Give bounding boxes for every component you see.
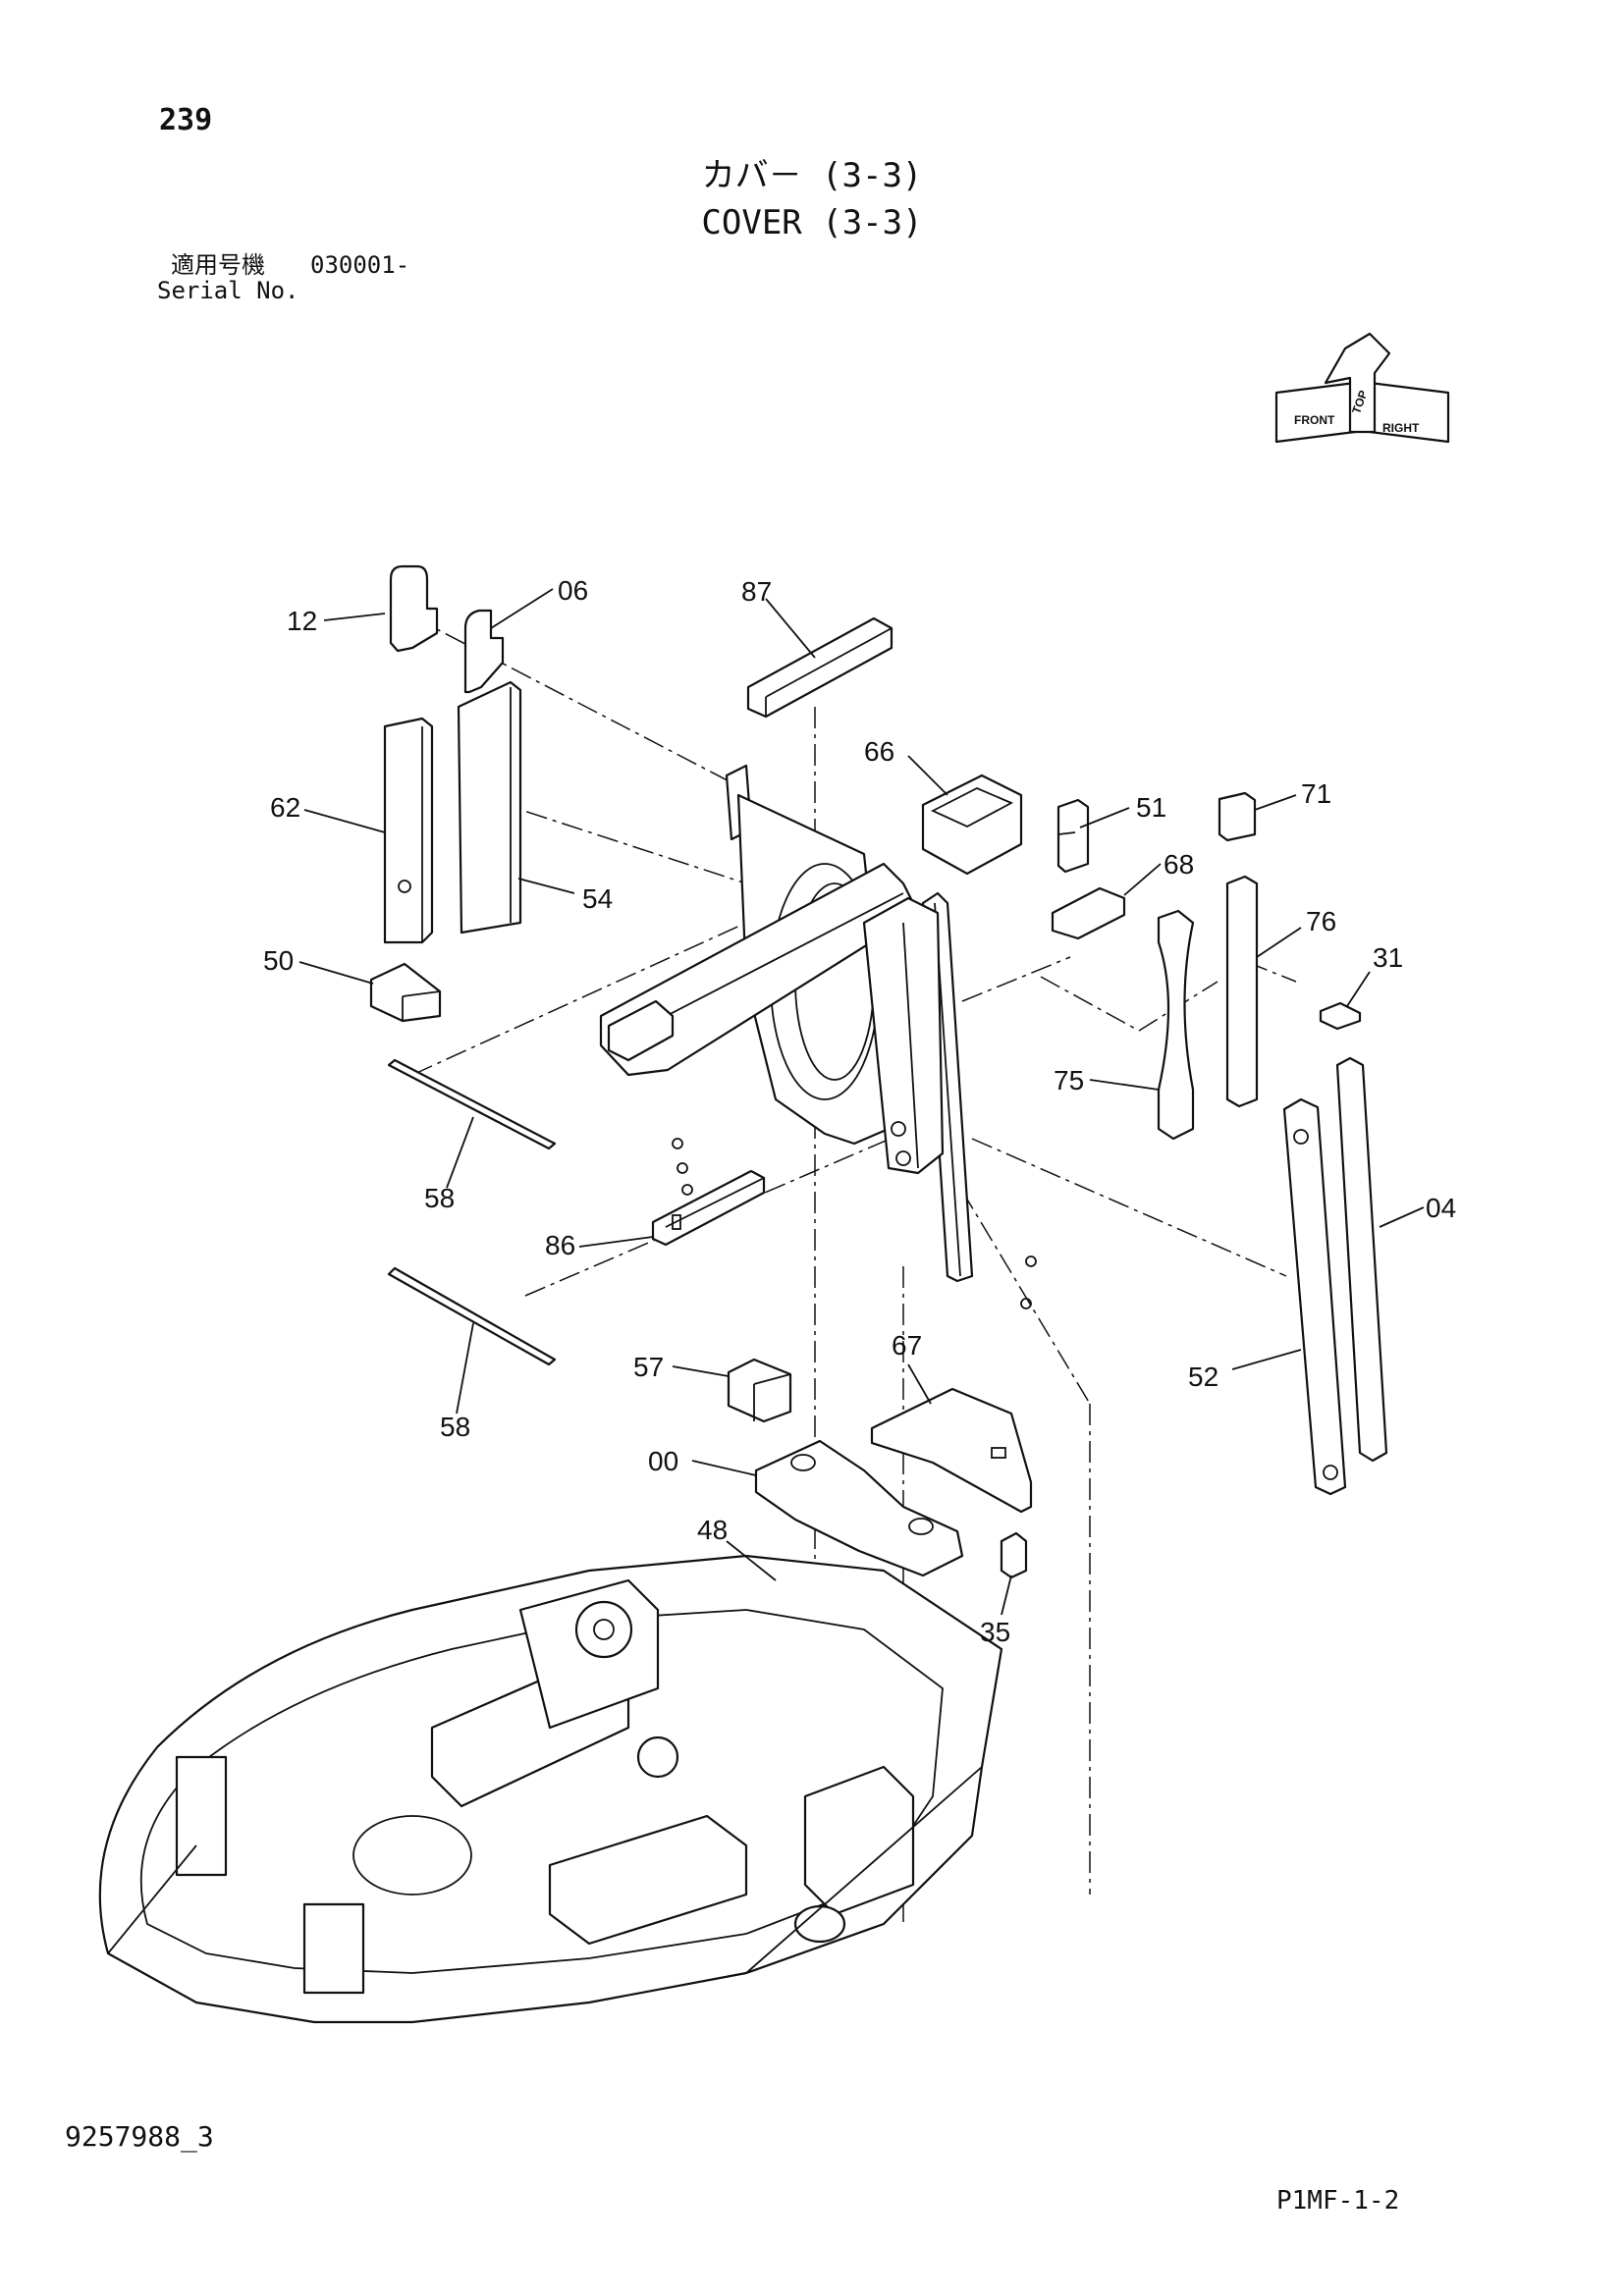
direction-indicator-icon: FRONT TOP RIGHT bbox=[1274, 332, 1450, 444]
document-number: 9257988_3 bbox=[65, 2120, 214, 2153]
radiator-frame-assembly bbox=[599, 764, 1037, 1309]
part-50-block bbox=[369, 962, 442, 1023]
label-part-50: 50 bbox=[263, 945, 294, 976]
label-part-35: 35 bbox=[980, 1617, 1010, 1647]
part-71-block bbox=[1218, 791, 1257, 842]
part-57-block bbox=[727, 1358, 792, 1423]
label-part-00: 00 bbox=[648, 1446, 678, 1476]
part-62-plate bbox=[383, 717, 434, 944]
part-00-plate bbox=[754, 1439, 964, 1577]
label-part-52: 52 bbox=[1188, 1362, 1218, 1392]
part-31-block bbox=[1319, 1001, 1362, 1031]
serial-label-japanese: 適用号機 bbox=[171, 251, 265, 279]
label-part-58-lower: 58 bbox=[440, 1412, 470, 1442]
label-part-87: 87 bbox=[741, 576, 772, 607]
label-part-71: 71 bbox=[1301, 778, 1331, 809]
part-04-strip bbox=[1335, 1056, 1388, 1463]
direction-right-label: RIGHT bbox=[1382, 421, 1420, 435]
part-54-plate bbox=[457, 680, 522, 934]
serial-number: 030001- bbox=[310, 251, 410, 279]
label-part-57: 57 bbox=[633, 1352, 664, 1382]
title-english: COVER (3-3) bbox=[701, 203, 923, 242]
label-part-04: 04 bbox=[1426, 1193, 1456, 1223]
leader-lines bbox=[298, 588, 1425, 1616]
part-52-strip bbox=[1282, 1097, 1347, 1496]
upper-frame-chassis bbox=[98, 1554, 1003, 2024]
part-66-duct bbox=[921, 774, 1023, 876]
sheet-reference: P1MF-1-2 bbox=[1276, 2186, 1400, 2216]
part-68-block bbox=[1051, 886, 1126, 940]
label-part-58-upper: 58 bbox=[424, 1183, 455, 1213]
page-number: 239 bbox=[159, 103, 213, 137]
part-58-strip-lower bbox=[387, 1266, 557, 1366]
part-51-block bbox=[1056, 798, 1090, 874]
serial-label-english: Serial No. bbox=[157, 277, 299, 304]
part-75-cover bbox=[1157, 909, 1195, 1141]
label-part-54: 54 bbox=[582, 883, 613, 914]
label-part-48: 48 bbox=[697, 1515, 728, 1545]
part-12-bracket bbox=[389, 564, 439, 653]
part-76-strip bbox=[1225, 875, 1259, 1108]
direction-front-label: FRONT bbox=[1294, 413, 1335, 427]
label-part-62: 62 bbox=[270, 792, 300, 823]
label-part-76: 76 bbox=[1306, 906, 1336, 936]
label-part-86: 86 bbox=[545, 1230, 575, 1260]
part-labels: 12 06 87 66 51 71 62 54 68 76 50 31 75 5… bbox=[263, 575, 1456, 1647]
label-part-68: 68 bbox=[1164, 849, 1194, 880]
part-35-block bbox=[1000, 1531, 1028, 1579]
label-part-66: 66 bbox=[864, 736, 894, 767]
label-part-67: 67 bbox=[892, 1330, 922, 1361]
label-part-51: 51 bbox=[1136, 792, 1166, 823]
title-japanese: カバ－ (3-3) bbox=[701, 156, 923, 195]
part-86-bracket bbox=[651, 1169, 766, 1247]
label-part-31: 31 bbox=[1373, 942, 1403, 973]
label-part-12: 12 bbox=[287, 606, 317, 636]
part-87-bar bbox=[746, 616, 893, 719]
part-58-strip-upper bbox=[387, 1058, 557, 1150]
label-part-75: 75 bbox=[1054, 1065, 1084, 1095]
part-67-plate bbox=[870, 1387, 1033, 1514]
label-part-06: 06 bbox=[558, 575, 588, 606]
part-06-bracket bbox=[463, 609, 505, 694]
